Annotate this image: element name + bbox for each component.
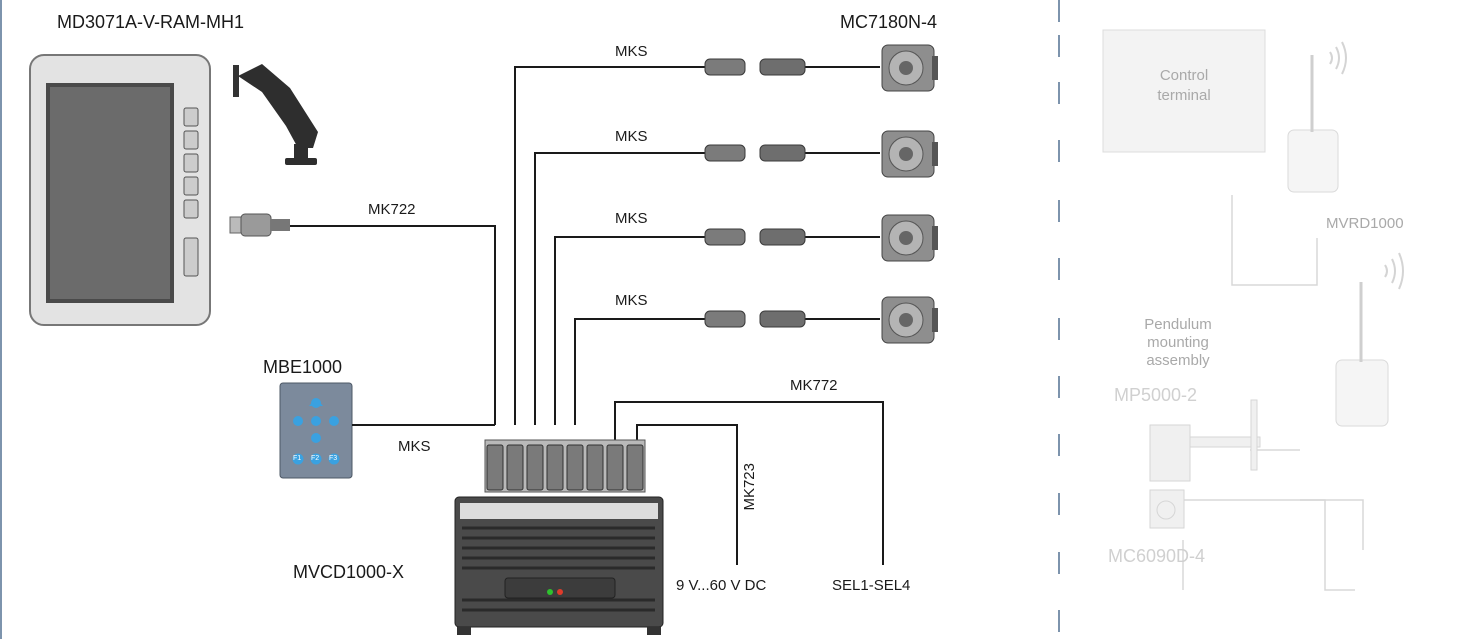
keypad-key-f1: F1 [293, 455, 302, 462]
control-terminal-label: Control terminal [1103, 66, 1265, 106]
ram-mount-icon [233, 64, 318, 165]
controller-box-icon [454, 496, 664, 635]
monitor-icon [29, 54, 211, 326]
cable-mk772-label: MK772 [790, 377, 838, 394]
divider-segment [1058, 610, 1060, 632]
camera-icons [881, 44, 938, 344]
cable-mks-label-3: MKS [615, 210, 648, 227]
keypad-key-f3: F3 [329, 455, 338, 462]
divider-segment [1058, 318, 1060, 340]
keypad-key-f2: F2 [311, 455, 320, 462]
divider-segment [1058, 82, 1060, 104]
pendulum-line-1: Pendulum [1144, 316, 1212, 333]
keypad-label: MBE1000 [263, 357, 343, 377]
mk722-cable [290, 225, 496, 425]
mp-label: MP5000-2 [1114, 385, 1198, 405]
pendulum-label: Pendulum mounting assembly [1118, 316, 1238, 370]
control-terminal-box [1102, 29, 1266, 153]
divider-segment [1058, 434, 1060, 456]
control-terminal-line-2: terminal [1157, 87, 1211, 104]
control-terminal-line-1: Control [1159, 67, 1209, 84]
mc6090-label: MC6090D-4 [1108, 546, 1206, 566]
camera-model-label: MC7180N-4 [840, 12, 938, 32]
keypad-icon [279, 382, 353, 479]
monitor-label: MD3071A-V-RAM-MH1 [57, 12, 245, 32]
wireless-signal-icon [1329, 41, 1404, 290]
pendulum-line-2: mounting [1147, 334, 1209, 351]
page-left-border [0, 0, 2, 639]
divider-segment [1058, 0, 1060, 22]
cable-mks-label-4: MKS [615, 292, 648, 309]
cable-mks-label-1: MKS [615, 43, 648, 60]
sel-label: SEL1-SEL4 [832, 577, 911, 594]
divider-segment [1058, 493, 1060, 515]
mk722-connector-icon [229, 213, 290, 237]
divider-segment [1058, 200, 1060, 222]
wireless-module-icon [1287, 55, 1389, 427]
controller-connectors [484, 439, 646, 493]
mks-cables [514, 66, 880, 425]
cable-mk723-text: MK723 [741, 463, 758, 511]
divider-segment [1058, 258, 1060, 280]
divider-segment [1058, 552, 1060, 574]
divider-segment [1058, 140, 1060, 162]
cable-mk722-label: MK722 [368, 201, 416, 218]
divider-segment [1058, 35, 1060, 57]
power-label: 9 V...60 V DC [676, 577, 767, 594]
divider-segment [1058, 376, 1060, 398]
mk772-mk723-cables [614, 401, 884, 565]
pendulum-assembly-icon [1149, 399, 1261, 529]
mvrd-label: MVRD1000 [1326, 215, 1404, 232]
cable-mks-label-2: MKS [615, 128, 648, 145]
camera-plugs [704, 58, 806, 328]
cable-mk723-label: MK723 [741, 463, 758, 511]
pendulum-line-3: assembly [1146, 352, 1210, 369]
controller-label: MVCD1000-X [293, 562, 405, 582]
cable-mks-keypad-label: MKS [398, 438, 431, 455]
